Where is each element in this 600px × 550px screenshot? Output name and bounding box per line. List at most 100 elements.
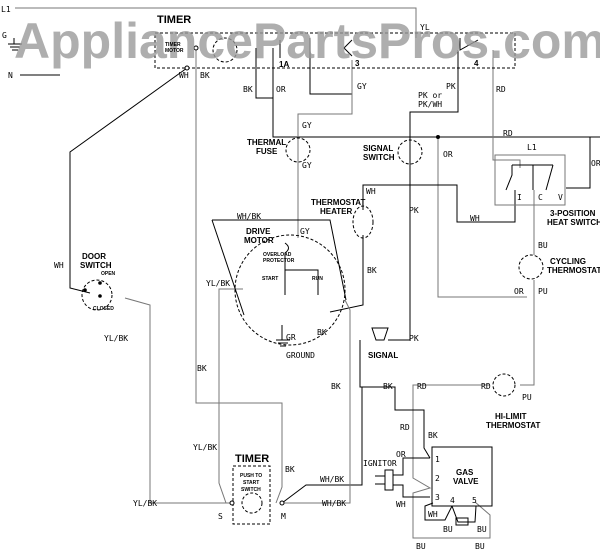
label-terminal-s: S bbox=[218, 512, 223, 521]
wire-yl-bk-door bbox=[124, 297, 232, 504]
timer-contacts bbox=[279, 38, 479, 58]
wire-pu bbox=[520, 280, 535, 386]
label-l1: L1 bbox=[1, 5, 11, 14]
wire-rd-hilimit bbox=[412, 384, 491, 539]
label-signal: SIGNAL bbox=[368, 351, 398, 360]
label-switch-i: I bbox=[517, 193, 522, 202]
label-wire: GR bbox=[286, 333, 296, 342]
label-wire: OR bbox=[443, 150, 453, 159]
label-wire: RD bbox=[481, 382, 491, 391]
label-wire: WH bbox=[54, 261, 64, 270]
label-wire: WH bbox=[366, 187, 376, 196]
label-switch-v: V bbox=[558, 193, 563, 202]
label-wire: RD bbox=[496, 85, 506, 94]
label-wire: PK bbox=[409, 334, 419, 343]
label-timer: TIMER bbox=[157, 14, 191, 26]
wire-or-right bbox=[566, 137, 591, 189]
wire-rd bbox=[492, 50, 521, 168]
label-run: RUN bbox=[312, 276, 323, 282]
label-n: N bbox=[8, 71, 13, 80]
label-switch-c: C bbox=[538, 193, 543, 202]
signal-switch-symbol bbox=[397, 139, 423, 165]
label-start: START bbox=[262, 276, 278, 282]
label-door-switch: DOOR bbox=[82, 252, 106, 261]
drive-motor-symbol bbox=[234, 234, 346, 346]
label-wire: BU bbox=[475, 542, 485, 550]
labels: L1 G N YL TIMER TIMER MOTOR 1A 3 4 WH BK… bbox=[1, 5, 600, 550]
label-gas-valve: VALVE bbox=[453, 477, 479, 486]
wire-pk bbox=[388, 50, 459, 341]
label-terminal: 2 bbox=[435, 474, 440, 483]
wire-wh-bk-low bbox=[282, 299, 351, 504]
motor-windings bbox=[284, 242, 319, 295]
label-wire: YL/BK bbox=[193, 443, 217, 452]
valve-coil-symbol bbox=[455, 517, 469, 526]
label-wire: PK/WH bbox=[418, 100, 442, 109]
wires bbox=[15, 7, 600, 539]
label-wire: GY bbox=[357, 82, 367, 91]
watermark-logo: AppliancePartsPros.com bbox=[14, 13, 600, 69]
label-wire: PK or bbox=[418, 91, 442, 100]
label-door-switch: SWITCH bbox=[80, 261, 112, 270]
label-cycling-thermostat: CYCLING bbox=[550, 257, 586, 266]
label-drive-motor: MOTOR bbox=[244, 236, 274, 245]
label-terminal: 1 bbox=[435, 455, 440, 464]
label-contact-4: 4 bbox=[474, 59, 479, 68]
wire-bk-1a bbox=[255, 48, 273, 99]
label-signal-switch: SIGNAL bbox=[363, 144, 393, 153]
label-wire: PK bbox=[446, 82, 456, 91]
push-to-start-box bbox=[232, 465, 271, 525]
label-timer-bottom: TIMER bbox=[235, 453, 269, 465]
label-wire: BK bbox=[243, 85, 253, 94]
label-yl: YL bbox=[420, 23, 430, 32]
label-timer-motor: MOTOR bbox=[165, 48, 184, 54]
thermostat-heater-symbol bbox=[352, 205, 374, 239]
label-wire: GY bbox=[302, 161, 312, 170]
contact-dot bbox=[98, 281, 102, 285]
door-switch-symbol bbox=[81, 279, 113, 311]
timer-box bbox=[154, 32, 516, 69]
label-wire: BK bbox=[428, 431, 438, 440]
label-wire: BK bbox=[317, 328, 327, 337]
push-to-start-symbol bbox=[241, 492, 263, 514]
label-wire: WH/BK bbox=[320, 475, 344, 484]
label-wire: YL/BK bbox=[206, 279, 230, 288]
label-cycling-thermostat: THERMOSTAT bbox=[547, 266, 600, 275]
wire-1a-3 bbox=[309, 38, 352, 95]
label-hi-limit: HI-LIMIT bbox=[495, 412, 527, 421]
terminal-m bbox=[279, 500, 285, 506]
label-wire: PU bbox=[538, 287, 548, 296]
wire-valve-4 bbox=[424, 502, 453, 521]
label-wire: BU bbox=[477, 525, 487, 534]
label-contact-1a: 1A bbox=[279, 60, 289, 69]
ignitor-leads bbox=[375, 475, 385, 485]
wire-valve-45 bbox=[451, 505, 477, 523]
cycling-thermostat-symbol bbox=[518, 254, 544, 280]
label-heat-switch: 3-POSITION bbox=[550, 209, 596, 218]
wire-wh-heater bbox=[362, 184, 516, 223]
label-thermal-fuse: THERMAL bbox=[247, 138, 286, 147]
label-wire: WH bbox=[470, 214, 480, 223]
wire-wh-bk-m bbox=[281, 387, 363, 504]
ignitor-symbol bbox=[384, 469, 394, 491]
label-push-to-start: PUSH TO bbox=[240, 473, 262, 479]
wire-motor-frame bbox=[212, 219, 347, 301]
label-g: G bbox=[2, 31, 7, 40]
label-terminal-m: M bbox=[281, 512, 286, 521]
wire-or-cycling bbox=[437, 137, 527, 298]
label-timer-motor: TIMER bbox=[165, 42, 181, 48]
label-wire: PU bbox=[522, 393, 532, 402]
ground-icon bbox=[8, 38, 22, 51]
label-wire: WH bbox=[428, 510, 438, 519]
label-wire: RD bbox=[417, 382, 427, 391]
terminal bbox=[193, 45, 199, 51]
label-overload: OVERLOAD bbox=[263, 252, 292, 258]
label-terminal: 3 bbox=[435, 493, 440, 502]
hi-limit-thermostat-symbol bbox=[492, 373, 516, 397]
label-wire: YL/BK bbox=[104, 334, 128, 343]
label-closed: CLOSED bbox=[93, 306, 114, 312]
label-overload: PROTECTOR bbox=[263, 258, 295, 264]
label-ground: GROUND bbox=[286, 351, 315, 360]
wire-l1 bbox=[15, 7, 417, 28]
